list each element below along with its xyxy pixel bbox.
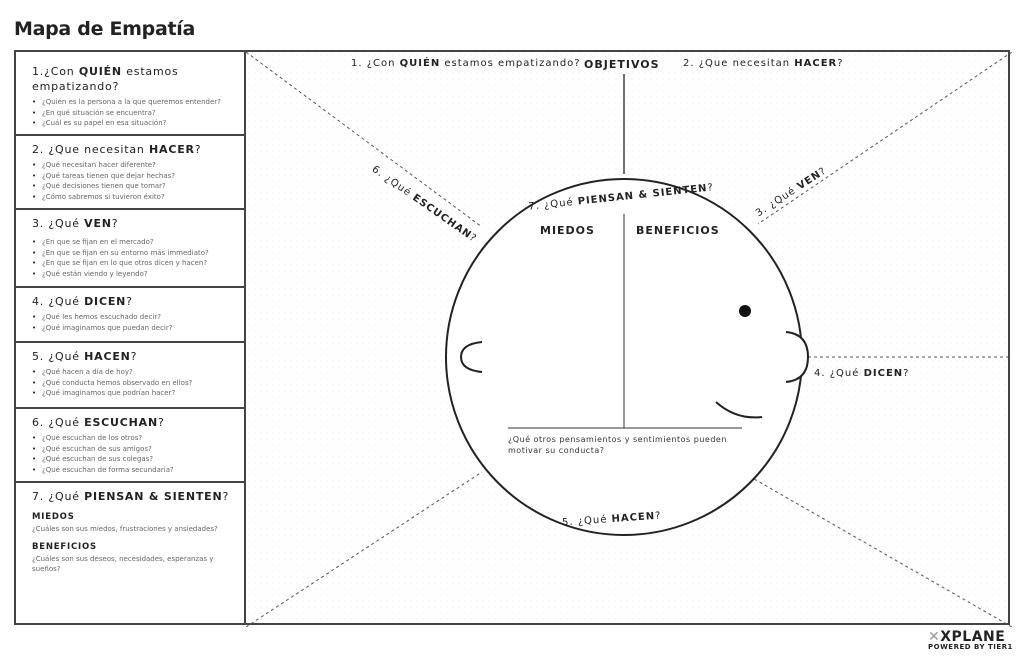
- list-item: ¿Qué les hemos escuchado decir?: [32, 312, 236, 323]
- list-item: ¿Qué escuchan de sus amigos?: [32, 444, 236, 455]
- section-rest: ?: [111, 217, 119, 230]
- list-item: ¿Qué conducta hemos observado en ellos?: [32, 378, 236, 389]
- guide-section-1: 1.¿Con QUIÉN estamos empatizando? ¿Quién…: [16, 52, 244, 136]
- guide-panel: 1.¿Con QUIÉN estamos empatizando? ¿Quién…: [14, 50, 244, 625]
- right-ear: [785, 331, 810, 383]
- section-key: QUIÉN: [78, 65, 122, 78]
- list-item: ¿Cómo sabremos si tuvieron éxito?: [32, 192, 236, 203]
- section-rest: estamos empatizando?: [32, 65, 179, 93]
- section-rest: ?: [126, 295, 133, 308]
- beneficios-text: ¿Cuáles son sus deseos, necesidades, esp…: [32, 555, 214, 573]
- list-item: ¿Qué escuchan de los otros?: [32, 433, 236, 444]
- page-title: Mapa de Empatía: [14, 18, 195, 40]
- guide-section-3: 3. ¿Qué VEN? ¿En que se fijan en el merc…: [16, 210, 244, 288]
- list-item: ¿Qué escuchan de sus colegas?: [32, 454, 236, 465]
- divider-line: [757, 52, 1012, 225]
- divider-line: [246, 52, 483, 228]
- list-item: ¿En qué situación se encuentra?: [32, 108, 236, 119]
- section-number: 1.¿Con: [32, 65, 79, 78]
- list-item: ¿Qué imaginamos que podrían hacer?: [32, 388, 236, 399]
- section-number: 5. ¿Qué: [32, 350, 85, 363]
- section-key: ESCUCHAN: [84, 416, 158, 429]
- section-number: 3. ¿Qué: [32, 217, 85, 230]
- mouth: [715, 401, 763, 419]
- miedos-text: ¿Cuáles son sus miedos, frustraciones y …: [32, 525, 218, 533]
- list-item: ¿Cuál es su papel en esa situación?: [32, 118, 236, 129]
- section-key: VEN: [84, 217, 112, 230]
- section-key: DICEN: [84, 295, 127, 308]
- empathy-map-canvas: 1. ¿Con QUIÉN estamos empatizando? OBJET…: [244, 50, 1012, 627]
- list-item: ¿Qué están viendo y leyendo?: [32, 269, 236, 280]
- label-beneficios: BENEFICIOS: [636, 224, 720, 237]
- beneficios-heading: BENEFICIOS: [32, 542, 97, 552]
- guide-section-6: 6. ¿Qué ESCUCHAN? ¿Qué escuchan de los o…: [16, 409, 244, 483]
- eye: [739, 305, 751, 317]
- section-number: 6. ¿Qué: [32, 416, 85, 429]
- list-item: ¿En que se fijan en el mercado?: [32, 237, 236, 248]
- label-quien: 1. ¿Con QUIÉN estamos empatizando?: [351, 58, 581, 69]
- list-item: ¿Qué necesitan hacer diferente?: [32, 160, 236, 171]
- section-key: HACER: [149, 143, 195, 156]
- section-number: 7. ¿Qué: [32, 490, 85, 503]
- list-item: ¿Qué escuchan de forma secundaria?: [32, 465, 236, 476]
- list-item: ¿Quién es la persona a la que queremos e…: [32, 97, 236, 108]
- label-objetivos: OBJETIVOS: [584, 58, 660, 71]
- guide-section-7: 7. ¿Qué PIENSAN & SIENTEN? MIEDOS ¿Cuále…: [16, 483, 244, 625]
- left-ear: [459, 341, 483, 373]
- guide-section-4: 4. ¿Qué DICEN? ¿Qué les hemos escuchado …: [16, 288, 244, 343]
- list-item: ¿Qué hacen a día de hoy?: [32, 367, 236, 378]
- section-number: 2. ¿Que necesitan: [32, 143, 149, 156]
- divider-line: [246, 471, 483, 627]
- label-miedos: MIEDOS: [540, 224, 595, 237]
- divider-line: [741, 471, 1012, 627]
- x-logo-icon: ✕: [928, 629, 941, 645]
- list-item: ¿Qué imaginamos que puedan decir?: [32, 323, 236, 334]
- section-key: HACEN: [84, 350, 131, 363]
- section-rest: ?: [194, 143, 202, 156]
- section-rest: ?: [130, 350, 138, 363]
- list-item: ¿En que se fijan en lo que otros dicen y…: [32, 258, 236, 269]
- label-hacer: 2. ¿Que necesitan HACER?: [683, 58, 844, 69]
- section-number: 4. ¿Qué: [32, 295, 85, 308]
- guide-section-2: 2. ¿Que necesitan HACER? ¿Qué necesitan …: [16, 136, 244, 210]
- section-key: PIENSAN & SIENTEN: [84, 490, 223, 503]
- guide-section-5: 5. ¿Qué HACEN? ¿Qué hacen a día de hoy?¿…: [16, 343, 244, 409]
- miedos-heading: MIEDOS: [32, 512, 75, 522]
- label-dicen: 4. ¿Qué DICEN?: [814, 368, 910, 379]
- list-item: ¿En que se fijan en su entorno más immed…: [32, 248, 236, 259]
- section-rest: ?: [157, 416, 165, 429]
- list-item: ¿Qué decisiones tienen que tomar?: [32, 181, 236, 192]
- label-otros-pensamientos: ¿Qué otros pensamientos y sentimientos p…: [508, 435, 727, 455]
- empathy-map-drawing: [246, 52, 1012, 627]
- list-item: ¿Qué tareas tienen que dejar hechas?: [32, 171, 236, 182]
- section-rest: ?: [222, 490, 230, 503]
